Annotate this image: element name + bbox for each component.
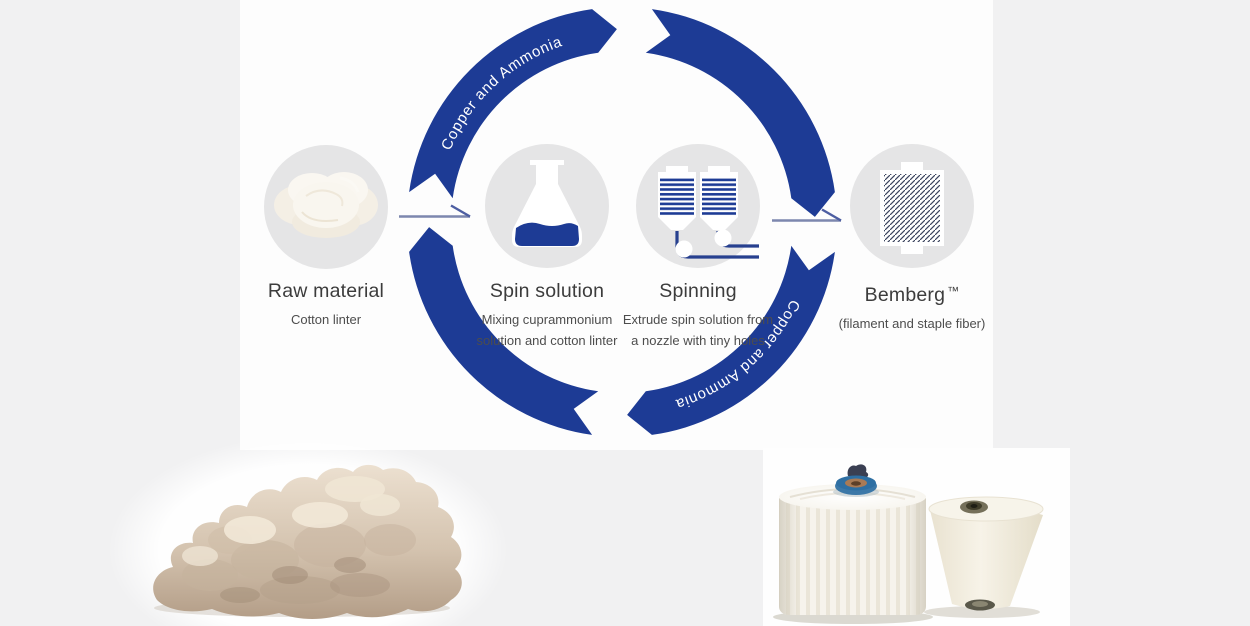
spinneret-icon — [658, 166, 759, 259]
cycle-arc-top-left — [409, 9, 617, 199]
yarn-cone — [924, 496, 1044, 618]
process-cycle: Copper and Ammonia Copper and Ammonia — [264, 9, 974, 435]
cycle-arc-bottom-right — [627, 245, 835, 435]
arrow-raw-to-spin-solution — [399, 204, 471, 218]
step-title: Raw material — [267, 280, 385, 302]
cycle-arc-bottom-left — [409, 227, 599, 435]
step-title: Spin solution — [489, 280, 605, 302]
step-subtitle: Cotton linter — [290, 312, 362, 327]
step-label-raw-material: Raw material Cotton linter — [211, 279, 441, 330]
step-subtitle: (filament and staple fiber) — [838, 316, 986, 331]
yarn-packages-photo — [763, 448, 1070, 626]
yarn-cylinder — [773, 464, 933, 624]
step-subtitle: Extrude spin solution from a nozzle with… — [622, 312, 774, 348]
yarn-bobbin-icon — [880, 162, 944, 254]
cycle-arc-top-right — [645, 9, 835, 217]
step-title: Spinning — [659, 280, 737, 302]
step-subtitle: Mixing cuprammonium solution and cotton … — [476, 312, 618, 348]
flask-icon — [512, 160, 582, 247]
step-label-spinning: Spinning Extrude spin solution from a no… — [583, 279, 813, 351]
cotton-ball-icon — [274, 172, 378, 238]
spinning-icon-circle — [636, 144, 760, 268]
cotton-linter-photo — [108, 435, 508, 626]
step-label-spin-solution: Spin solution Mixing cuprammonium soluti… — [432, 279, 662, 351]
arrow-spinning-to-bemberg — [772, 208, 842, 222]
